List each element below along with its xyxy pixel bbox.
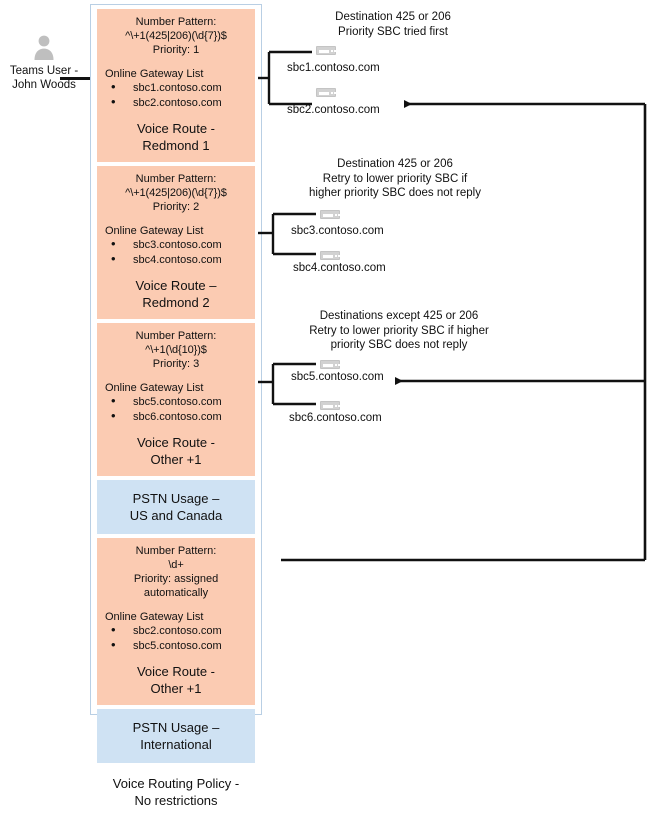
- priority-value-cont: automatically: [143, 587, 209, 599]
- priority-value: Priority: 1: [152, 44, 200, 56]
- sbc-node-sbc1[interactable]: [316, 46, 336, 55]
- number-pattern-block: Number Pattern: ^\+1(425|206)(\d{7})$ Pr…: [101, 172, 251, 214]
- number-pattern-block: Number Pattern: ^\+1(\d{10})$ Priority: …: [101, 329, 251, 371]
- gateway-item[interactable]: sbc3.contoso.com: [107, 237, 251, 253]
- sbc-node-sbc6[interactable]: [320, 401, 340, 410]
- gateway-item[interactable]: sbc4.contoso.com: [107, 252, 251, 268]
- voice-route-name-line1: Voice Route -: [136, 664, 216, 679]
- sbc-label-sbc5[interactable]: sbc5.contoso.com: [291, 371, 384, 383]
- sbc-device-icon: [320, 210, 340, 219]
- annotation-line: priority SBC does not reply: [330, 339, 468, 351]
- teams-user-label-line2: John Woods: [12, 79, 76, 91]
- gateway-item[interactable]: sbc1.contoso.com: [107, 80, 251, 96]
- number-pattern-block: Number Pattern: \d+ Priority: assigned a…: [101, 544, 251, 600]
- sbc-label-sbc1[interactable]: sbc1.contoso.com: [287, 62, 380, 74]
- sbc-label-sbc6[interactable]: sbc6.contoso.com: [289, 412, 382, 424]
- number-pattern-value: \d+: [168, 559, 184, 571]
- sbc-device-icon: [316, 46, 336, 55]
- gateway-item[interactable]: sbc5.contoso.com: [107, 394, 251, 410]
- pstn-usage-line2: International: [140, 737, 212, 752]
- gateway-list: sbc1.contoso.com sbc2.contoso.com: [101, 80, 251, 111]
- voice-routing-policy-line1: Voice Routing Policy -: [112, 776, 240, 791]
- voice-route-name: Voice Route - Redmond 1: [101, 120, 251, 154]
- annotation-line: Destination 425 or 206: [335, 11, 451, 23]
- priority-value: Priority: 3: [152, 358, 200, 370]
- voice-route-card-redmond-2[interactable]: Number Pattern: ^\+1(425|206)(\d{7})$ Pr…: [97, 166, 255, 319]
- sbc-node-sbc2[interactable]: [316, 88, 336, 97]
- sbc-node-sbc3[interactable]: [320, 210, 340, 219]
- voice-route-card-other-plus1-intl[interactable]: Number Pattern: \d+ Priority: assigned a…: [97, 538, 255, 705]
- pstn-usage-line1: PSTN Usage –: [132, 491, 220, 506]
- bracket-route-1: [258, 50, 312, 106]
- sbc-node-sbc5[interactable]: [320, 360, 340, 369]
- voice-route-name-line2: Other +1: [150, 452, 202, 467]
- gateway-list-title: Online Gateway List: [105, 611, 204, 623]
- sbc-device-icon: [320, 360, 340, 369]
- number-pattern-label: Number Pattern:: [135, 545, 217, 557]
- sbc-device-icon: [316, 88, 336, 97]
- sbc-node-sbc4[interactable]: [320, 251, 340, 260]
- voice-route-card-other-plus1-us[interactable]: Number Pattern: ^\+1(\d{10})$ Priority: …: [97, 323, 255, 476]
- annotation-note-3: Destinations except 425 or 206 Retry to …: [268, 309, 530, 353]
- annotation-line: Retry to lower priority SBC if higher: [309, 324, 489, 337]
- gateway-item[interactable]: sbc2.contoso.com: [107, 95, 251, 111]
- annotation-line: Priority SBC tried first: [338, 25, 448, 38]
- annotation-line: Retry to lower priority SBC if: [322, 172, 468, 185]
- voice-route-name-line2: Redmond 2: [142, 295, 210, 310]
- voice-route-name: Voice Route - Other +1: [101, 663, 251, 697]
- gateway-list: sbc2.contoso.com sbc5.contoso.com: [101, 623, 251, 654]
- gateway-list-title: Online Gateway List: [105, 68, 204, 80]
- annotation-note-2: Destination 425 or 206 Retry to lower pr…: [270, 157, 520, 201]
- number-pattern-value: ^\+1(425|206)(\d{7})$: [125, 187, 227, 199]
- person-icon: [0, 22, 88, 62]
- pstn-usage-line2: US and Canada: [129, 508, 223, 523]
- gateway-list-title: Online Gateway List: [105, 225, 204, 237]
- number-pattern-block: Number Pattern: ^\+1(425|206)(\d{7})$ Pr…: [101, 15, 251, 57]
- voice-route-name-line1: Voice Route -: [136, 121, 216, 136]
- pstn-usage-line1: PSTN Usage –: [132, 720, 220, 735]
- annotation-line: higher priority SBC does not reply: [309, 187, 481, 199]
- priority-value: Priority: 2: [152, 201, 200, 213]
- gateway-list: sbc5.contoso.com sbc6.contoso.com: [101, 394, 251, 425]
- annotation-line: Destination 425 or 206: [337, 158, 453, 170]
- number-pattern-value: ^\+1(\d{10})$: [145, 344, 207, 356]
- gateway-list-title: Online Gateway List: [105, 382, 204, 394]
- sbc-label-sbc2[interactable]: sbc2.contoso.com: [287, 104, 380, 116]
- voice-route-name-line1: Voice Route -: [136, 435, 216, 450]
- gateway-list: sbc3.contoso.com sbc4.contoso.com: [101, 237, 251, 268]
- pstn-usage-card-us-canada[interactable]: PSTN Usage – US and Canada: [97, 480, 255, 534]
- voice-route-name-line1: Voice Route –: [135, 278, 217, 293]
- voice-route-name-line2: Redmond 1: [142, 138, 210, 153]
- voice-routing-policy-label: Voice Routing Policy - No restrictions: [97, 767, 255, 817]
- sbc-device-icon: [320, 251, 340, 260]
- annotation-note-1: Destination 425 or 206 Priority SBC trie…: [278, 10, 508, 39]
- gateway-item[interactable]: sbc5.contoso.com: [107, 638, 251, 654]
- number-pattern-label: Number Pattern:: [135, 16, 217, 28]
- voice-route-card-redmond-1[interactable]: Number Pattern: ^\+1(425|206)(\d{7})$ Pr…: [97, 9, 255, 162]
- sbc-label-sbc3[interactable]: sbc3.contoso.com: [291, 225, 384, 237]
- annotation-line: Destinations except 425 or 206: [319, 310, 479, 322]
- sbc-label-sbc4[interactable]: sbc4.contoso.com: [293, 262, 386, 274]
- pstn-usage-card-international[interactable]: PSTN Usage – International: [97, 709, 255, 763]
- gateway-item[interactable]: sbc6.contoso.com: [107, 409, 251, 425]
- teams-user-block: Teams User - John Woods: [0, 22, 88, 92]
- number-pattern-label: Number Pattern:: [135, 173, 217, 185]
- number-pattern-value: ^\+1(425|206)(\d{7})$: [125, 30, 227, 42]
- user-to-policy-connector: [60, 77, 90, 80]
- voice-route-name: Voice Route - Other +1: [101, 434, 251, 468]
- teams-user-label: Teams User - John Woods: [0, 64, 88, 92]
- number-pattern-label: Number Pattern:: [135, 330, 217, 342]
- gateway-item[interactable]: sbc2.contoso.com: [107, 623, 251, 639]
- priority-value: Priority: assigned: [133, 573, 219, 585]
- voice-routing-policy-line2: No restrictions: [134, 793, 218, 808]
- sbc-device-icon: [320, 401, 340, 410]
- voice-route-name-line2: Other +1: [150, 681, 202, 696]
- voice-route-name: Voice Route – Redmond 2: [101, 277, 251, 311]
- voice-routing-policy-panel: Number Pattern: ^\+1(425|206)(\d{7})$ Pr…: [90, 4, 262, 817]
- teams-user-label-line1: Teams User -: [9, 65, 79, 77]
